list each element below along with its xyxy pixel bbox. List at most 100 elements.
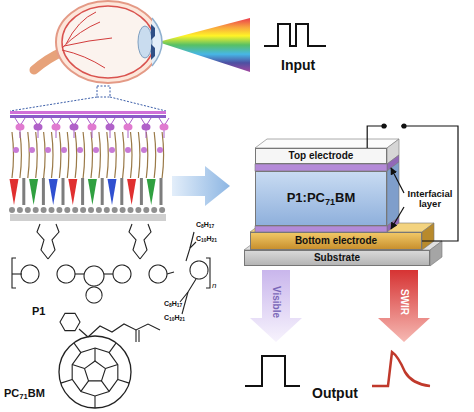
retina-illustration-part-part [120,178,123,205]
eye [34,1,162,83]
retina-illustration-part-part [147,179,156,205]
chemical-structures-part [86,287,102,303]
chemical-structures-part [182,292,188,314]
eye-part [62,12,112,68]
chemical-structures-part [190,232,194,248]
subscript: 10 [201,238,206,243]
retina-illustration-part [13,147,19,153]
switch-symbol [381,122,406,130]
chemical-structures-part [74,343,81,353]
chemical-structures-part [109,343,116,353]
retina-illustration-part [45,147,51,153]
text-run: P1 [32,305,45,317]
subscript: 8 [201,224,204,229]
retina-illustration-part [77,147,83,153]
subscript: 10 [169,317,174,322]
retina-illustration-part [10,214,166,221]
subscript: 21 [180,317,185,322]
retina-illustration-part [36,132,38,178]
retina-illustration-part-part [127,179,136,205]
device-faces-part [430,241,442,266]
retina-illustration-part [135,207,141,213]
retina-illustration-part [162,132,164,178]
retina-illustration-part [69,118,79,138]
zoom-marker-part [97,86,110,97]
retina-illustration-part [22,178,25,205]
retina-illustration-part [29,147,35,153]
layer-label: Top electrode [289,151,354,161]
retina-illustration-part [151,207,157,213]
leader-arrows-part [391,207,404,229]
retina-illustration-part [160,178,163,205]
connectors [367,126,458,241]
text-run: C [164,314,169,321]
eye-part [138,26,152,58]
retina-illustration-part [80,207,86,213]
retina-illustration-part-part [49,179,58,205]
retina-illustration-part-part [108,179,117,205]
retina-illustration-part-part [88,179,97,205]
retina-illustration-part [9,207,15,213]
retina-illustration-part [15,118,25,138]
retina-illustration-part [52,124,61,131]
text-run: Interfacial layer [408,188,453,209]
retina-illustration-part [88,207,94,213]
retina-illustration-part [33,118,43,138]
chemical-structures-part [85,361,106,381]
text-run: Top electrode [289,150,354,161]
text-run: Visible [271,286,282,318]
leader-arrows-part [391,168,404,193]
retina-illustration-part [28,132,30,178]
eye-part [151,24,155,60]
chemical-structures [12,224,210,408]
chemical-structures-part [75,273,84,274]
retina-illustration-part [105,118,115,138]
subscript: 17 [209,224,214,229]
chemical-structures-part [60,313,80,330]
retina-illustration-part [120,207,126,213]
text-run: SWIR [399,289,410,315]
eye-part [152,18,162,66]
retina-illustration-part [125,147,131,153]
retina-illustration-part [106,124,115,131]
retina-illustration-part [61,147,67,153]
annotation-label: C8H17 [196,221,214,230]
retina-illustration-part [107,132,109,178]
retina-illustration-part [34,124,43,131]
retina-illustration-part [68,179,77,205]
retina-illustration-part [143,207,149,213]
device-faces-part [422,223,434,250]
retina-illustration-part [131,132,133,178]
zoom-marker-part [10,97,97,111]
retina-illustration-part [16,124,25,131]
chemical-structures-part [72,348,118,396]
text-run: H [207,235,212,242]
device-layer: P1:PC71BM [255,171,387,226]
retina-illustration-part [138,132,140,178]
retina-illustration-part [159,207,165,213]
layer-label: P1:PC71BM [287,191,356,207]
retina-illustration-part [91,132,93,178]
chemical-structures-part [118,379,129,383]
text-run: PC [4,387,19,399]
retina-illustration-part [56,207,62,213]
zoom-marker-part [110,97,166,111]
text-run: BM [28,387,45,399]
retina-illustration-part [99,132,101,178]
retina-illustration-part [51,118,61,138]
light-beam [158,18,250,72]
retina-illustration-part-part [140,178,143,205]
retina-illustration-part [108,179,117,205]
text-run: Substrate [314,252,360,263]
chemical-structures-part [88,324,160,337]
retina-illustration-part [123,132,125,178]
retina-illustration-part [140,178,143,205]
layer-label: Bottom electrode [295,236,377,246]
chemical-structures-part [149,265,167,283]
retina-illustration-part [62,178,65,205]
retina-illustration-part [29,179,38,205]
retina-illustration-part [10,111,166,114]
chemical-structures-part [37,224,48,259]
